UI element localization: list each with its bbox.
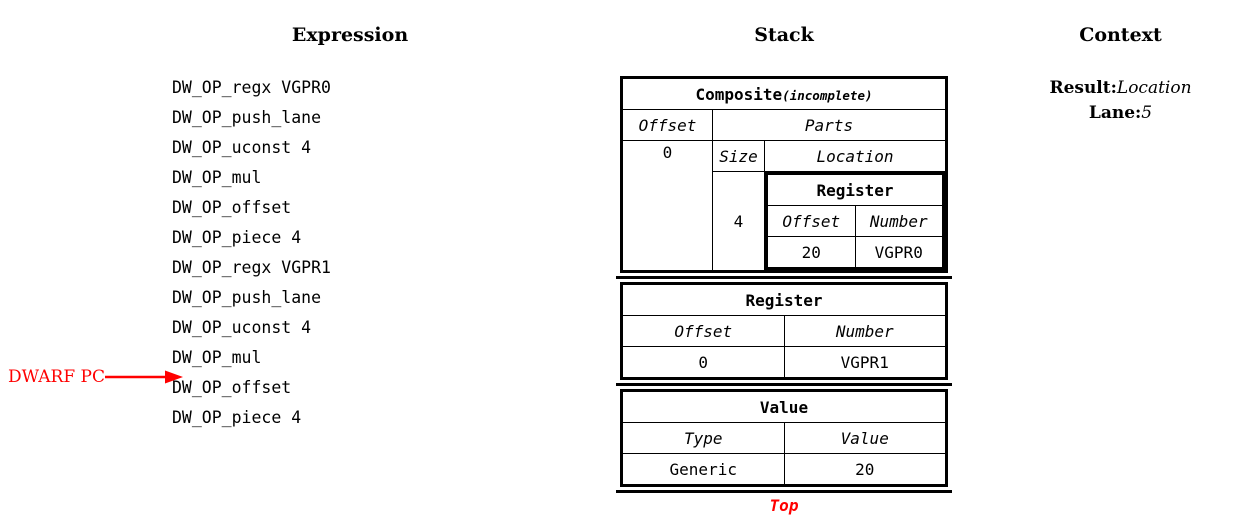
column-header-stack: Stack — [754, 24, 814, 46]
dwarf-pc-marker: DWARF PC — [8, 363, 183, 391]
context-entry-lane: Lane:5 — [1000, 101, 1241, 126]
register-title: Register — [621, 283, 947, 316]
column-header-expression: Expression — [291, 24, 409, 46]
expression-line: DW_OP_offset — [172, 378, 292, 397]
column-header-context: Context — [1079, 24, 1162, 46]
nested-register-offset-header: Offset — [766, 205, 856, 237]
dwarf-pc-label: DWARF PC — [8, 367, 105, 387]
expression-line: DW_OP_mul — [172, 168, 262, 187]
expression-line: DW_OP_push_lane — [172, 108, 322, 127]
context-list: Result:Location Lane:5 — [1000, 76, 1241, 126]
nested-register-number-value: VGPR0 — [854, 236, 944, 269]
context-key: Result: — [1049, 78, 1117, 98]
register-number-header: Number — [783, 315, 947, 347]
value-value-value: 20 — [783, 453, 947, 486]
composite-parts-header: Parts — [712, 109, 947, 141]
arrow-right-icon — [104, 370, 183, 384]
composite-offset-value: 0 — [621, 140, 713, 272]
expression-line: DW_OP_piece 4 — [172, 408, 302, 427]
nested-register-number-header: Number — [854, 205, 944, 237]
register-offset-value: 0 — [621, 346, 785, 379]
nested-register-table: Register Offset Number 20 VGPR0 — [765, 172, 945, 270]
expression-line: DW_OP_regx VGPR1 — [172, 258, 331, 277]
context-value: 5 — [1141, 103, 1153, 123]
expression-line: DW_OP_uconst 4 — [172, 138, 312, 157]
stack-bottom-separator — [616, 490, 952, 493]
stack-frame-register: Register Offset Number 0 VGPR1 — [620, 282, 948, 380]
composite-size-header: Size — [712, 140, 765, 172]
composite-offset-header: Offset — [621, 109, 713, 141]
stack-top-label: Top — [769, 496, 799, 515]
context-entry-result: Result:Location — [1000, 76, 1241, 101]
stack-frame-value: Value Type Value Generic 20 — [620, 389, 948, 487]
composite-offset-value-text: 0 — [662, 143, 673, 162]
register-offset-header: Offset — [621, 315, 785, 347]
value-type-header: Type — [621, 422, 785, 454]
context-value: Location — [1116, 78, 1192, 98]
nested-register-title: Register — [766, 173, 944, 206]
composite-title-suffix: (incomplete) — [782, 87, 873, 103]
stack-frame-separator — [616, 383, 952, 386]
stack-frame-composite: Composite(incomplete) Offset Parts 0 Siz… — [620, 76, 948, 273]
composite-title-text: Composite — [695, 84, 783, 104]
expression-line: DW_OP_regx VGPR0 — [172, 78, 331, 97]
stack-column: Composite(incomplete) Offset Parts 0 Siz… — [616, 76, 952, 515]
expression-line: DW_OP_piece 4 — [172, 228, 302, 247]
expression-list: DW_OP_regx VGPR0 DW_OP_push_lane DW_OP_u… — [172, 73, 592, 433]
value-type-value: Generic — [621, 453, 785, 486]
register-number-value: VGPR1 — [783, 346, 947, 379]
nested-register-offset-value: 20 — [766, 236, 856, 269]
expression-line: DW_OP_offset — [172, 198, 292, 217]
value-value-header: Value — [783, 422, 947, 454]
composite-size-value: 4 — [712, 171, 765, 272]
expression-line: DW_OP_uconst 4 — [172, 318, 312, 337]
expression-line: DW_OP_push_lane — [172, 288, 322, 307]
expression-line: DW_OP_mul — [172, 348, 262, 367]
value-title: Value — [621, 390, 947, 423]
stack-frame-separator — [616, 276, 952, 279]
composite-title: Composite(incomplete) — [621, 77, 947, 110]
composite-location-header: Location — [764, 140, 947, 172]
composite-location-value: Register Offset Number 20 VGPR0 — [765, 172, 947, 272]
context-key: Lane: — [1088, 103, 1142, 123]
